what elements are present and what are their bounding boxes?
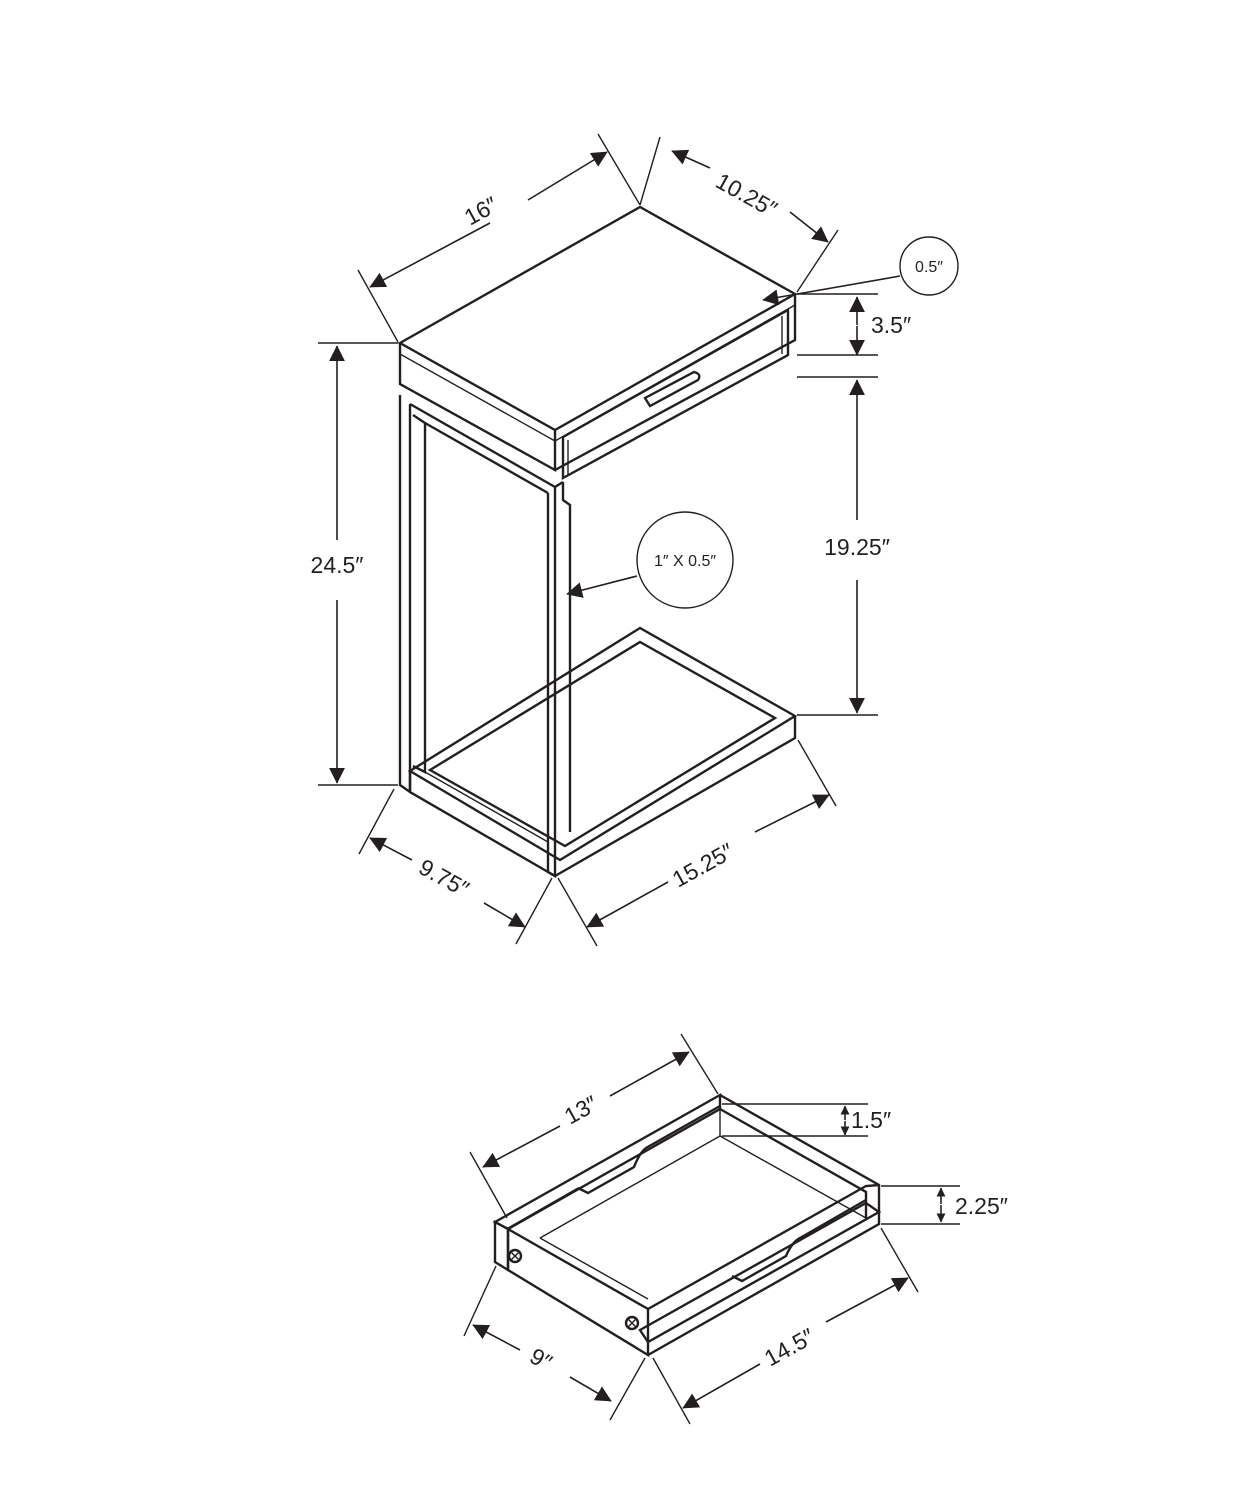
tray-length-label: 13″ [560, 1090, 602, 1129]
table-top-front-edge [398, 343, 557, 473]
tray-end-panel [506, 1226, 650, 1358]
table-top-right-edge [554, 294, 797, 472]
drawer-front [561, 307, 790, 481]
top-thickness-label: 0.5″ [915, 259, 943, 276]
under-top-clearance-label: 19.25″ [824, 534, 890, 560]
screw-icon [624, 1315, 640, 1331]
rear-leg [398, 395, 412, 795]
base-width-label: 15.25″ [668, 838, 738, 893]
top-depth-label: 10.25″ [712, 168, 782, 223]
tray-dimensions: 13″ 1.5″ 2.25″ 9″ 14.5″ [463, 1033, 1008, 1425]
c-table-drawing [397, 205, 798, 879]
tray-end-height-label: 2.25″ [955, 1193, 1008, 1219]
tube-size-callout [636, 511, 734, 609]
tray-width-label: 9″ [526, 1343, 557, 1376]
total-height-label: 24.5″ [311, 552, 364, 578]
tray-drawing [492, 1092, 882, 1358]
top-thickness-callout [899, 236, 959, 296]
base-frame-inner [427, 640, 778, 848]
tray-outer-length-label: 14.5″ [760, 1323, 819, 1371]
table-dimensions: 16″ 10.25″ 0.5″ 3.5″ 19.25″ 24.5″ 1″ X 0… [311, 133, 959, 947]
top-width-label: 16″ [460, 191, 502, 230]
drawer-handle-cutout [643, 370, 701, 408]
base-depth-label: 9.75″ [415, 854, 474, 902]
apron-height-label: 3.5″ [871, 312, 911, 338]
screw-icon [507, 1248, 523, 1264]
tray-side-height-label: 1.5″ [851, 1107, 891, 1133]
tube-size-label: 1″ X 0.5″ [654, 553, 716, 570]
table-top-surface [397, 205, 798, 432]
